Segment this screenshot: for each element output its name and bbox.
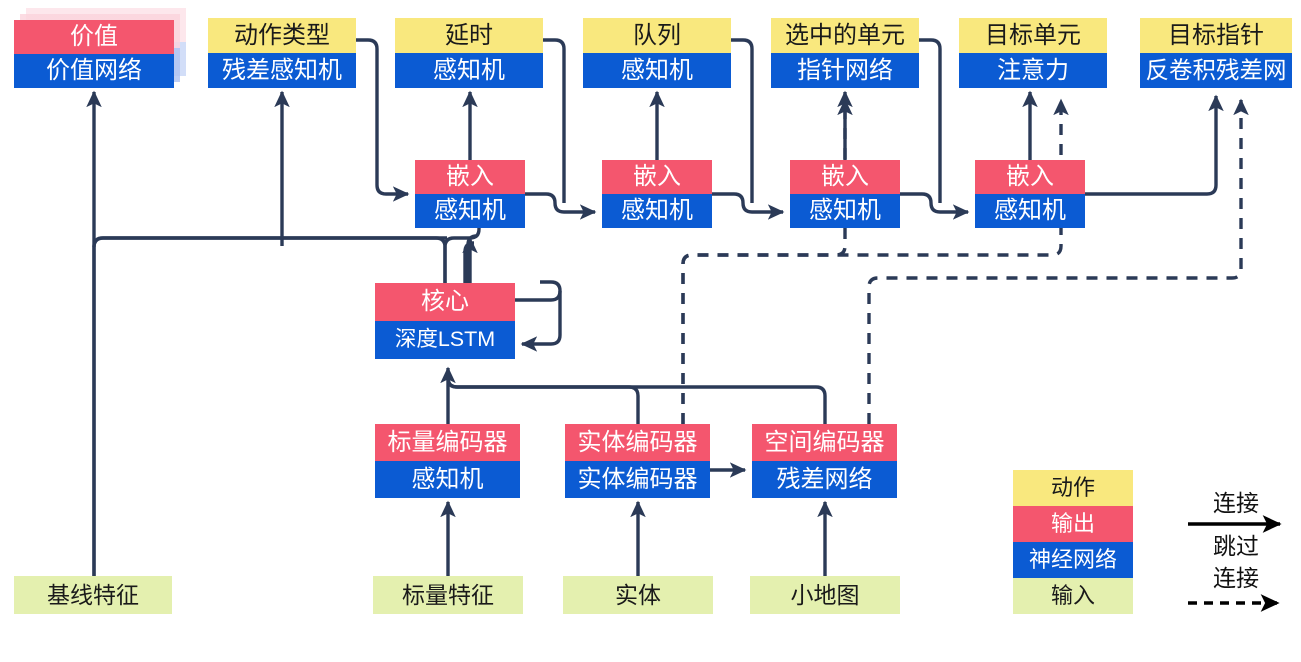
node-scalar_enc-top-label: 标量编码器	[375, 424, 520, 461]
node-scalar_enc-bottom-label: 感知机	[375, 461, 520, 498]
skip-connections	[681, 98, 1249, 424]
node-emb2[interactable]: 嵌入感知机	[602, 160, 712, 228]
wire-delay-to-emb2	[543, 38, 566, 203]
node-emb3-top-label: 嵌入	[790, 160, 900, 194]
wire-emb1-to-emb2	[525, 192, 597, 220]
solid-connections	[86, 38, 1224, 576]
legend-skip-label-line1: 跳过	[1213, 533, 1259, 559]
wire-queue-to-emb3	[731, 38, 754, 203]
node-selected-bottom-label: 指针网络	[771, 53, 919, 88]
node-action_type[interactable]: 动作类型残差感知机	[208, 18, 356, 88]
wire-emb2-to-emb3	[712, 192, 785, 220]
wire-spatialenc-to-core	[446, 372, 827, 424]
node-queue[interactable]: 队列感知机	[583, 18, 731, 88]
node-spatial_enc-top-label: 空间编码器	[752, 424, 897, 461]
node-emb4-top-label: 嵌入	[975, 160, 1085, 194]
node-emb3-bottom-label: 感知机	[790, 194, 900, 228]
node-delay-top-label: 延时	[395, 18, 543, 53]
node-emb1[interactable]: 嵌入感知机	[415, 160, 525, 228]
input-baseline_feat[interactable]: 基线特征	[14, 576, 172, 614]
node-emb3[interactable]: 嵌入感知机	[790, 160, 900, 228]
node-value-top-label: 价值	[14, 20, 174, 54]
node-queue-top-label: 队列	[583, 18, 731, 53]
node-emb1-top-label: 嵌入	[415, 160, 525, 194]
node-action_type-top-label: 动作类型	[208, 18, 356, 53]
node-target_unit-top-label: 目标单元	[959, 18, 1107, 53]
wire-entityenc-to-core	[446, 372, 640, 424]
node-target_point[interactable]: 目标指针反卷积残差网	[1140, 18, 1292, 88]
node-core[interactable]: 核心深度LSTM	[375, 283, 515, 359]
wire-selected-to-emb4	[919, 38, 942, 203]
node-target_point-top-label: 目标指针	[1140, 18, 1292, 53]
input-minimap[interactable]: 小地图	[750, 576, 900, 614]
legend-swatches: 动作输出神经网络输入	[1013, 470, 1133, 614]
node-action_type-bottom-label: 残差感知机	[208, 53, 356, 88]
node-value-bottom-label: 价值网络	[14, 54, 174, 88]
input-scalar_feat[interactable]: 标量特征	[373, 576, 523, 614]
wire-actiontype-to-emb1	[356, 38, 410, 202]
legend-action: 动作	[1013, 470, 1133, 506]
wire-emb4-to-targetpoint	[1085, 94, 1224, 196]
node-spatial_enc-bottom-label: 残差网络	[752, 461, 897, 498]
node-target_unit-bottom-label: 注意力	[959, 53, 1107, 88]
node-emb2-top-label: 嵌入	[602, 160, 712, 194]
wire-emb3-to-emb4	[900, 192, 970, 220]
node-emb4-bottom-label: 感知机	[975, 194, 1085, 228]
legend-network: 神经网络	[1013, 542, 1133, 578]
node-target_unit[interactable]: 目标单元注意力	[959, 18, 1107, 88]
node-core-top-label: 核心	[375, 283, 515, 321]
node-core-bottom-label: 深度LSTM	[375, 321, 515, 359]
legend-skip-label-line2: 连接	[1213, 565, 1259, 591]
node-entity_enc-bottom-label: 实体编码器	[565, 461, 710, 498]
node-entity_enc-top-label: 实体编码器	[565, 424, 710, 461]
legend-input: 输入	[1013, 578, 1133, 614]
node-selected[interactable]: 选中的单元指针网络	[771, 18, 919, 88]
legend-connection-label: 连接	[1213, 490, 1259, 516]
node-queue-bottom-label: 感知机	[583, 53, 731, 88]
wire-core-recurrent-return	[520, 291, 562, 352]
node-entity_enc[interactable]: 实体编码器实体编码器	[565, 424, 710, 498]
node-scalar_enc[interactable]: 标量编码器感知机	[375, 424, 520, 498]
legend-arrows	[1188, 515, 1282, 612]
node-delay-bottom-label: 感知机	[395, 53, 543, 88]
node-delay[interactable]: 延时感知机	[395, 18, 543, 88]
legend-output: 输出	[1013, 506, 1133, 542]
node-emb1-bottom-label: 感知机	[415, 194, 525, 228]
node-target_point-bottom-label: 反卷积残差网	[1140, 53, 1292, 88]
input-entities[interactable]: 实体	[563, 576, 713, 614]
node-emb4[interactable]: 嵌入感知机	[975, 160, 1085, 228]
wire-core-recurrent-top	[515, 280, 562, 302]
skip-entityenc-to-selected	[681, 98, 853, 424]
node-spatial_enc[interactable]: 空间编码器残差网络	[752, 424, 897, 498]
skip-entityenc-to-targetunit	[681, 98, 1069, 424]
skip-spatialenc-to-targetpoint	[867, 98, 1249, 424]
node-value[interactable]: 价值价值网络	[14, 20, 174, 88]
wire-core-out-left	[92, 236, 447, 283]
node-selected-top-label: 选中的单元	[771, 18, 919, 53]
node-emb2-bottom-label: 感知机	[602, 194, 712, 228]
